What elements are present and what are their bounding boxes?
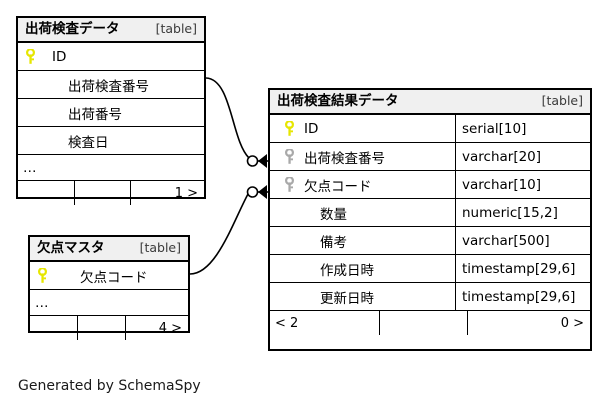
table-type-tag: [table] (541, 93, 583, 109)
column-type: numeric[15,2] (455, 199, 590, 226)
more-columns-ellipsis: … (30, 290, 188, 316)
primary-key-icon (18, 43, 43, 70)
table-row[interactable]: 出荷検査番号 (18, 71, 204, 99)
table-row[interactable]: 数量 numeric[15,2] (270, 199, 590, 227)
table-header: 出荷検査データ [table] (18, 18, 204, 43)
cardinality-zero-circle (246, 155, 259, 167)
table-header: 出荷検査結果データ [table] (270, 90, 590, 115)
cardinality-zero-circle (246, 186, 259, 198)
table-row[interactable]: 作成日時 timestamp[29,6] (270, 255, 590, 283)
table-row[interactable]: 出荷番号 (18, 99, 204, 127)
table-title: 出荷検査データ (25, 20, 120, 37)
table-footer: 4 > (30, 316, 188, 340)
column-type: varchar[10] (455, 171, 590, 198)
column-type: varchar[20] (455, 143, 590, 170)
table-row[interactable]: 検査日 (18, 127, 204, 155)
column-type: varchar[500] (455, 227, 590, 254)
table-shipping-inspection-data[interactable]: 出荷検査データ [table] ID 出荷検査番号 (16, 16, 206, 205)
column-name: 更新日時 (320, 290, 374, 307)
primary-key-icon (30, 262, 55, 289)
table-type-tag: [table] (155, 21, 197, 37)
column-name: 検査日 (68, 134, 109, 151)
column-name: 欠点コード (80, 269, 148, 286)
foreign-key-icon (277, 148, 302, 165)
generated-by-caption: Generated by SchemaSpy (18, 378, 201, 394)
foreign-key-icon (277, 176, 302, 193)
column-name: ID (270, 115, 455, 142)
table-row[interactable]: 備考 varchar[500] (270, 227, 590, 255)
table-row[interactable]: ID (18, 43, 204, 71)
footer-left[interactable] (30, 316, 78, 340)
table-footer: < 2 0 > (270, 311, 590, 335)
table-row[interactable]: 更新日時 timestamp[29,6] (270, 283, 590, 311)
column-type: timestamp[29,6] (455, 255, 590, 282)
footer-middle[interactable] (75, 181, 131, 205)
footer-middle[interactable] (78, 316, 126, 340)
table-defect-master[interactable]: 欠点マスタ [table] 欠点コード … 4 > (28, 235, 190, 340)
table-footer: 1 > (18, 181, 204, 205)
column-name: 出荷検査番号 (270, 143, 455, 170)
more-columns-ellipsis: … (18, 155, 204, 181)
footer-middle[interactable] (380, 311, 468, 335)
table-row[interactable]: 出荷検査番号 varchar[20] (270, 143, 590, 171)
table-shipping-inspection-result-data[interactable]: 出荷検査結果データ [table] ID serial[10] (268, 88, 592, 351)
column-name: 出荷番号 (68, 106, 122, 123)
table-title: 出荷検査結果データ (277, 92, 399, 109)
table-row[interactable]: 欠点コード (30, 262, 188, 290)
footer-right-child-count[interactable]: 0 > (560, 315, 584, 331)
column-name: 数量 (320, 206, 347, 223)
table-type-tag: [table] (139, 240, 181, 256)
table-header: 欠点マスタ [table] (30, 237, 188, 262)
primary-key-icon (277, 120, 302, 137)
column-name: ID (52, 48, 67, 65)
column-name: 出荷検査番号 (68, 78, 149, 95)
crowsfoot-many-marker (258, 185, 267, 199)
footer-left-parent-count[interactable]: < 2 (270, 311, 380, 335)
footer-right-child-count[interactable]: 4 > (158, 320, 182, 336)
footer-left[interactable] (18, 181, 75, 205)
relationship-shipping-inspection-number (205, 77, 268, 168)
column-name: 欠点コード (270, 171, 455, 198)
footer-right-child-count[interactable]: 1 > (174, 185, 198, 201)
key-slot-empty (18, 71, 43, 98)
table-title: 欠点マスタ (37, 239, 105, 256)
column-name: 作成日時 (320, 262, 374, 279)
column-type: timestamp[29,6] (455, 283, 590, 310)
key-slot-empty (18, 127, 43, 154)
column-type: serial[10] (455, 115, 590, 142)
column-name: 備考 (320, 234, 347, 251)
table-row[interactable]: ID serial[10] (270, 115, 590, 143)
table-row[interactable]: 欠点コード varchar[10] (270, 171, 590, 199)
crowsfoot-many-marker (258, 154, 267, 168)
key-slot-empty (18, 99, 43, 126)
